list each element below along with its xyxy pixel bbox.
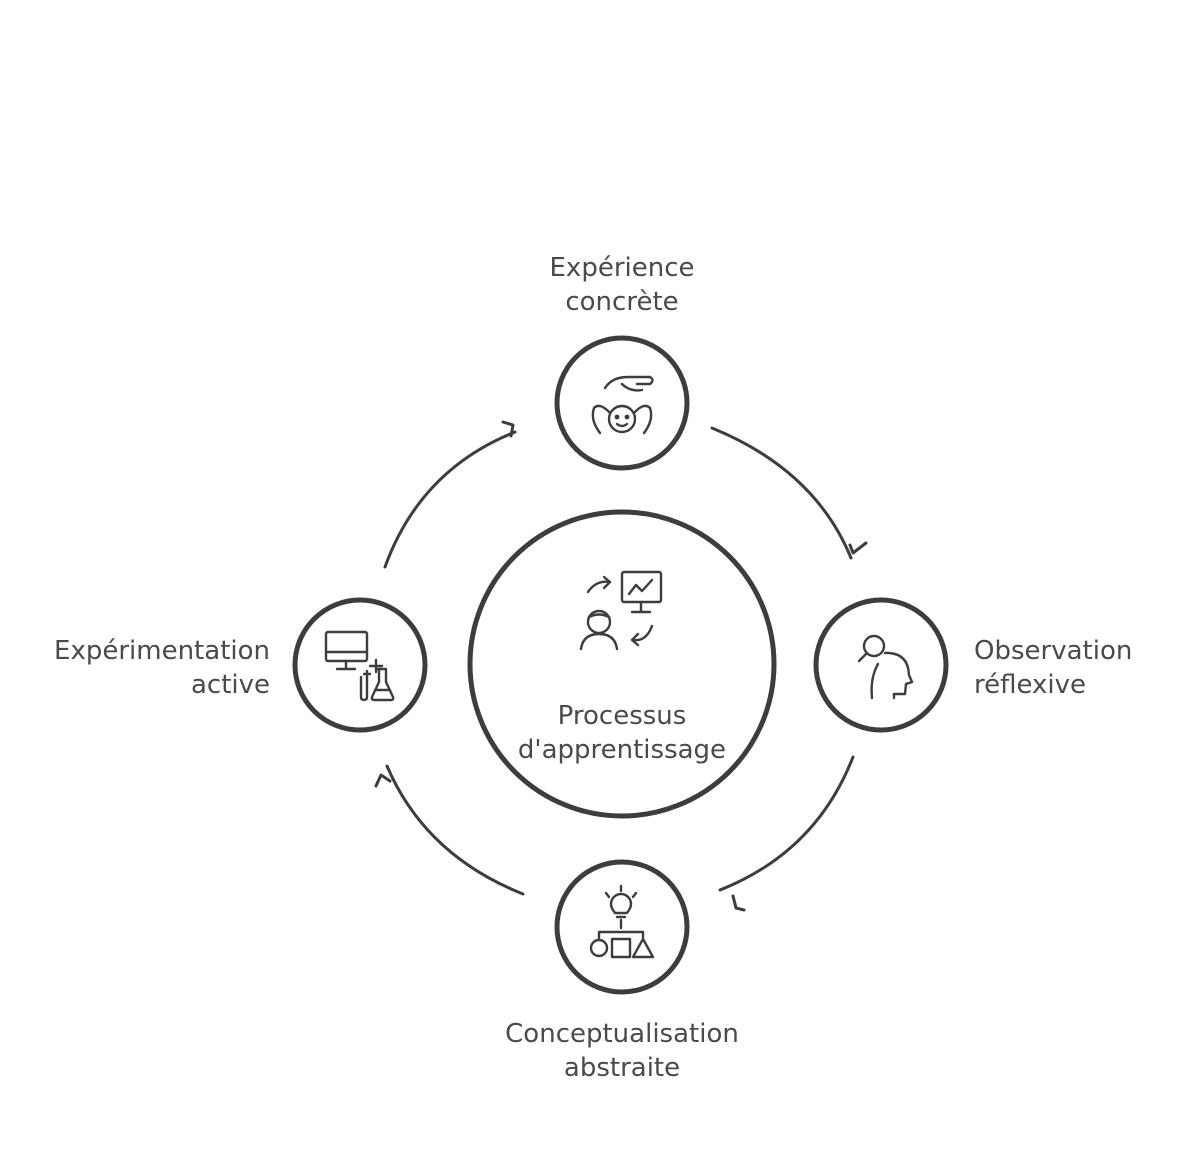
center-title-line2: d'apprentissage [517, 735, 727, 765]
stage-label-bottom-line1: Conceptualisation [505, 1019, 739, 1049]
arrowhead-bottom-right [731, 894, 746, 912]
arc-right-to-bottom [718, 755, 855, 892]
stage-label-left-line2: active [190, 670, 270, 700]
arrowhead-left-bottom [374, 773, 392, 788]
arrowhead-right-top [848, 541, 868, 555]
stage-circle-bottom [554, 859, 690, 995]
arc-left-to-top [383, 430, 517, 569]
stage-label-top-line2: concrète [565, 287, 679, 317]
computer-flask-icon [324, 630, 395, 702]
arrowhead-top-left [501, 420, 515, 438]
stage-label-right-line1: Observation [974, 636, 1133, 666]
stage-label-top: Expérience concrète [472, 251, 772, 319]
stage-circle-left [292, 597, 428, 733]
center-title-line1: Processus [557, 701, 687, 731]
stage-label-top-line1: Expérience [549, 253, 695, 283]
stage-circle-right [813, 597, 949, 733]
center-title: Processus d'apprentissage [472, 699, 772, 767]
arc-top-to-right [710, 426, 853, 560]
stage-label-bottom: Conceptualisation abstraite [432, 1017, 812, 1085]
center-circle [467, 509, 777, 819]
stage-label-bottom-line2: abstraite [563, 1053, 681, 1083]
idea-shapes-icon [589, 884, 655, 959]
stage-label-right: Observation réflexive [974, 634, 1184, 702]
stage-label-right-line2: réflexive [974, 670, 1087, 700]
stage-label-left-line1: Expérimentation [54, 636, 270, 666]
stage-circle-top [554, 335, 690, 471]
head-magnifier-icon [857, 634, 914, 700]
arc-bottom-to-left [385, 764, 525, 896]
hands-child-icon [591, 375, 654, 435]
learning-process-icon [579, 570, 663, 651]
stage-label-left: Expérimentation active [20, 634, 270, 702]
